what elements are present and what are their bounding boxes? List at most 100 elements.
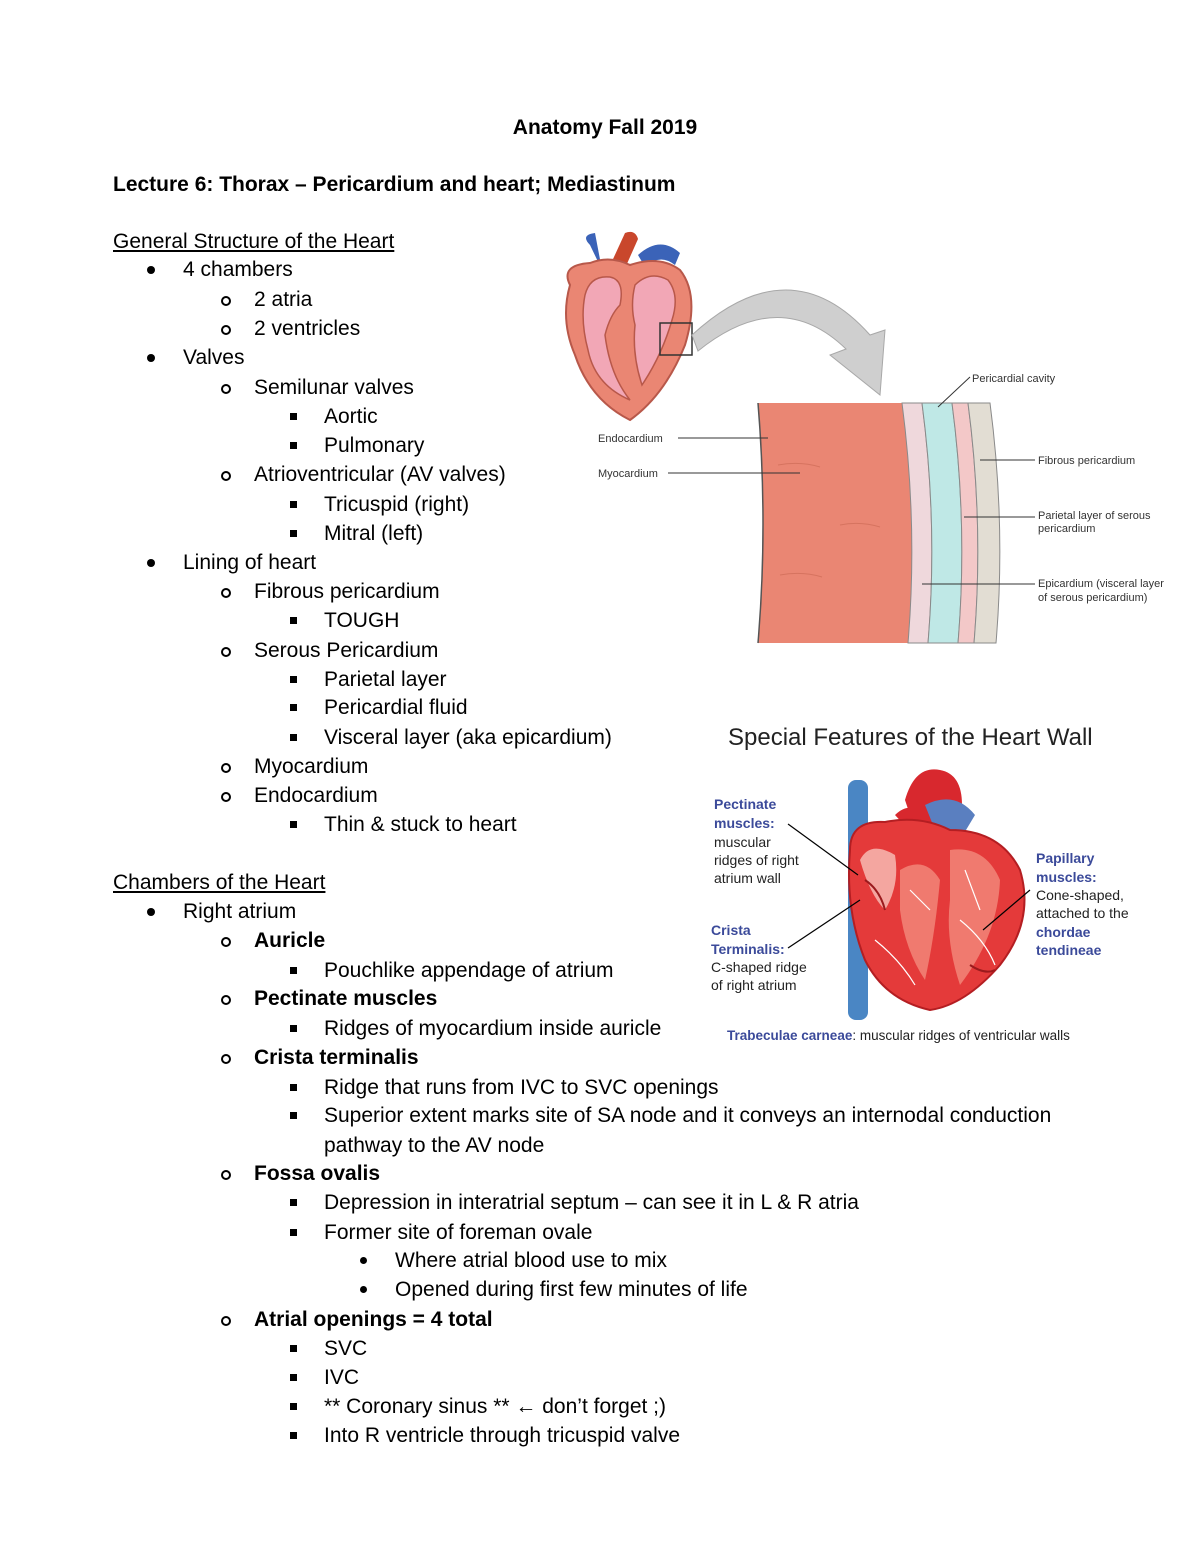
list-item: Tricuspid (right) (290, 490, 469, 519)
label-papillary: Papillary (1036, 850, 1095, 866)
list-item: TOUGH (290, 606, 399, 635)
list-item: Crista terminalis (221, 1043, 419, 1072)
label-pectinate-3: muscular (714, 834, 771, 850)
label-pectinate-2: muscles: (714, 815, 775, 831)
circle-bullet-icon (221, 763, 231, 773)
heart-wall-layers-figure: Pericardial cavity Endocardium Myocardiu… (565, 231, 1164, 644)
bullet-icon (360, 1286, 367, 1293)
label-crista-4: of right atrium (711, 977, 797, 993)
heart-illustration (848, 769, 1026, 1020)
square-bullet-icon (290, 704, 297, 711)
label-crista-2: Terminalis: (711, 941, 785, 957)
label-pectinate-4: ridges of right (714, 852, 799, 868)
circle-bullet-icon (221, 792, 231, 802)
list-item: Myocardium (221, 752, 368, 781)
list-item: SVC (290, 1334, 367, 1363)
label-myocardium: Myocardium (598, 468, 658, 480)
circle-bullet-icon (221, 995, 231, 1005)
circle-bullet-icon (221, 588, 231, 598)
heart-special-features-figure: Pectinate muscles: muscular ridges of ri… (711, 769, 1129, 1043)
label-trabeculae-rest: : muscular ridges of ventricular walls (852, 1028, 1070, 1043)
list-item: Parietal layer (290, 665, 447, 694)
list-item: Into R ventricle through tricuspid valve (290, 1421, 680, 1450)
circle-bullet-icon (221, 1316, 231, 1326)
circle-bullet-icon (221, 325, 231, 335)
circle-bullet-icon (221, 937, 231, 947)
circle-bullet-icon (221, 1170, 231, 1180)
square-bullet-icon (290, 442, 297, 449)
heart-section-illustration (565, 231, 693, 422)
list-item: Depression in interatrial septum – can s… (290, 1188, 859, 1217)
label-pectinate: Pectinate (714, 796, 776, 812)
circle-bullet-icon (221, 384, 231, 394)
bullet-icon (147, 908, 155, 916)
label-crista-3: C-shaped ridge (711, 959, 807, 975)
list-item: Fibrous pericardium (221, 577, 440, 606)
arrow-icon (691, 289, 886, 396)
list-item: Where atrial blood use to mix (360, 1246, 667, 1275)
list-item: Auricle (221, 926, 325, 955)
label-endocardium: Endocardium (598, 433, 663, 445)
list-item: Lining of heart (147, 548, 316, 577)
list-item: Thin & stuck to heart (290, 810, 517, 839)
label-papillary-3: Cone-shaped, (1036, 887, 1124, 903)
square-bullet-icon (290, 734, 297, 741)
list-item: Mitral (left) (290, 519, 423, 548)
label-crista: Crista (711, 922, 751, 938)
section-heading-general-structure: General Structure of the Heart (113, 230, 395, 253)
list-item: ** Coronary sinus ** ← don’t forget ;) (290, 1392, 666, 1421)
lecture-heading: Lecture 6: Thorax – Pericardium and hear… (113, 173, 676, 196)
list-item: Aortic (290, 402, 378, 431)
square-bullet-icon (290, 1374, 297, 1381)
label-pericardial-cavity: Pericardial cavity (972, 373, 1056, 385)
list-item: Atrial openings = 4 total (221, 1305, 493, 1334)
list-item: Endocardium (221, 781, 378, 810)
list-item: Semilunar valves (221, 373, 414, 402)
square-bullet-icon (290, 413, 297, 420)
label-parietal-layer: Parietal layer of serous (1038, 510, 1151, 522)
bullet-icon (147, 266, 155, 274)
label-trabeculae-bold: Trabeculae carneae (727, 1028, 853, 1043)
document-title: Anatomy Fall 2019 (512, 116, 698, 139)
figure-title: Special Features of the Heart Wall (728, 724, 1093, 751)
square-bullet-icon (290, 821, 297, 828)
section-heading-chambers: Chambers of the Heart (113, 871, 326, 894)
list-item: Serous Pericardium (221, 636, 438, 665)
label-epicardium-2: of serous pericardium) (1038, 592, 1147, 604)
square-bullet-icon (290, 676, 297, 683)
list-item: Pulmonary (290, 431, 424, 460)
list-item-continuation: pathway to the AV node (324, 1134, 545, 1157)
list-item: Pouchlike appendage of atrium (290, 956, 614, 985)
label-papillary-4: attached to the (1036, 905, 1129, 921)
square-bullet-icon (290, 967, 297, 974)
square-bullet-icon (290, 1229, 297, 1236)
list-item: Pericardial fluid (290, 693, 468, 722)
list-item: Visceral layer (aka epicardium) (290, 723, 612, 752)
circle-bullet-icon (221, 471, 231, 481)
wall-layers-block (757, 402, 1001, 644)
square-bullet-icon (290, 501, 297, 508)
list-item: Opened during first few minutes of life (360, 1275, 748, 1304)
bullet-icon (147, 559, 155, 567)
square-bullet-icon (290, 1084, 297, 1091)
label-trabeculae: Trabeculae carneae: muscular ridges of v… (727, 1028, 1070, 1043)
list-item: Atrioventricular (AV valves) (221, 460, 506, 489)
list-item: Right atrium (147, 897, 296, 926)
square-bullet-icon (290, 530, 297, 537)
list-item: 4 chambers (147, 255, 293, 284)
square-bullet-icon (290, 617, 297, 624)
circle-bullet-icon (221, 296, 231, 306)
label-fibrous-pericardium: Fibrous pericardium (1038, 455, 1135, 467)
square-bullet-icon (290, 1199, 297, 1206)
label-epicardium: Epicardium (visceral layer (1038, 578, 1164, 590)
circle-bullet-icon (221, 1054, 231, 1064)
bullet-icon (147, 354, 155, 362)
list-item: Fossa ovalis (221, 1159, 380, 1188)
list-item: Superior extent marks site of SA node an… (290, 1101, 1051, 1130)
list-item: Former site of foreman ovale (290, 1218, 592, 1247)
list-item: Ridges of myocardium inside auricle (290, 1014, 661, 1043)
label-pectinate-5: atrium wall (714, 870, 781, 886)
list-item: Ridge that runs from IVC to SVC openings (290, 1073, 719, 1102)
bullet-icon (360, 1257, 367, 1264)
